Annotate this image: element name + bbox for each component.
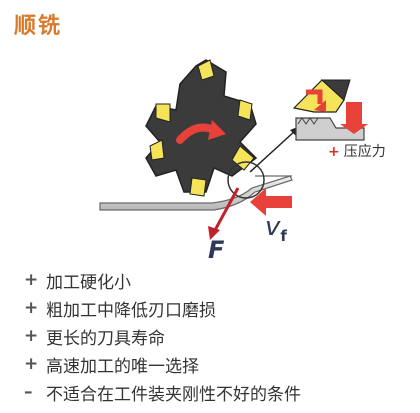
insert [149,139,165,161]
feature-item: + 高速加工的唯一选择 [24,350,414,378]
feed-sub: f [280,227,287,246]
feature-sign: + [24,270,39,290]
contact-circle [227,161,265,199]
pressure-text: 压应力 [343,144,386,160]
workpiece [99,175,293,211]
feed-label: vf [265,212,287,245]
feature-sign: + [24,298,39,318]
page-title: 顺铣 [14,14,63,39]
insert [197,59,215,81]
feature-text: 加工硬化小 [46,272,131,293]
feature-sign: + [24,354,39,374]
feed-main: v [265,212,281,242]
climb-milling-diagram [99,59,368,240]
feature-sign: – [24,382,33,402]
insert [155,103,171,123]
feed-arrow [250,188,292,216]
feature-text: 不适合在工件装夹刚性不好的条件 [46,384,301,405]
feature-sign: + [24,326,39,346]
feature-list: + 加工硬化小 + 粗加工中降低刃口磨损 + 更长的刀具寿命 + 高速加工的唯一选择 –… [24,266,414,406]
zoom-inset [292,79,368,141]
feature-text: 高速加工的唯一选择 [46,356,199,377]
feature-text: 更长的刀具寿命 [46,328,165,349]
feature-text: 粗加工中降低刃口磨损 [46,300,216,321]
compressive-stress-label: +压应力 [328,141,386,161]
feature-item: + 更长的刀具寿命 [24,322,414,350]
feature-item: + 粗加工中降低刃口磨损 [24,294,414,322]
insert [189,177,207,197]
force-arrow [212,187,240,233]
pressure-sign: + [328,144,340,160]
feature-item: –不适合在工件装夹刚性不好的条件 [24,378,414,406]
force-label: F [208,236,225,264]
feature-item: + 加工硬化小 [24,266,414,294]
milling-cutter [145,59,258,197]
insert [237,99,253,121]
leader-line [249,129,297,173]
